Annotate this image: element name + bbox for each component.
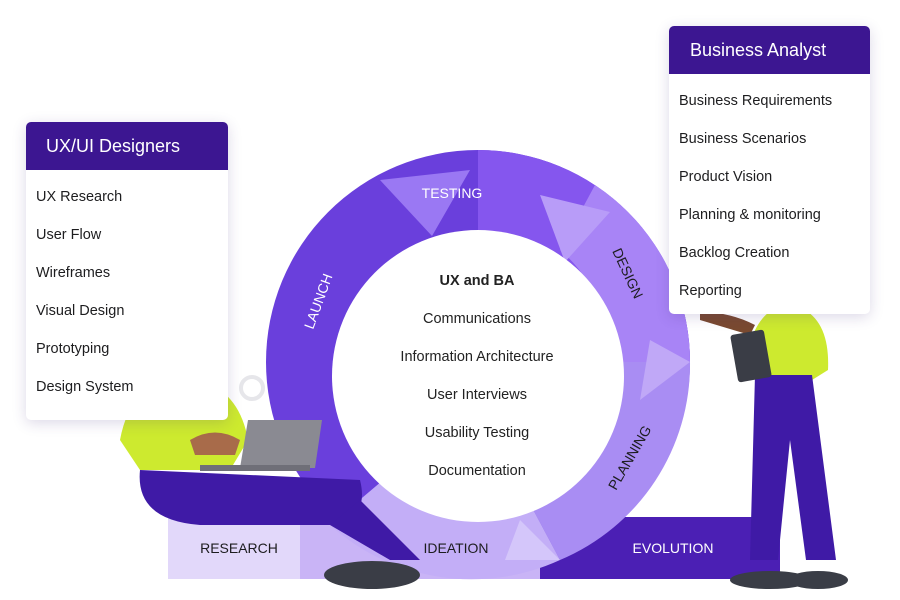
ux-list-item: User Flow [36, 227, 102, 243]
research-segment [168, 517, 310, 579]
arrow-testing [380, 170, 470, 236]
ux-card-list: UX Research User Flow Wireframes Visual … [26, 170, 228, 406]
ba-list-item: Business Requirements [679, 93, 833, 109]
ux-list-item: Visual Design [36, 303, 125, 319]
bar-label-research: RESEARCH [200, 540, 278, 556]
bar-label-ideation: IDEATION [423, 540, 488, 556]
center-item: Usability Testing [424, 425, 530, 441]
ba-list-item: Reporting [679, 283, 742, 299]
arrow-ideation [505, 520, 560, 560]
ux-card-title: UX/UI Designers [26, 122, 228, 170]
ba-list-item: Backlog Creation [679, 245, 790, 261]
ba-list-item: Planning & monitoring [679, 207, 821, 223]
ba-list-item: Product Vision [679, 169, 773, 185]
ba-card-title: Business Analyst [669, 26, 870, 74]
ux-list-item: UX Research [36, 189, 123, 205]
business-analyst-card: Business Analyst Business Requirements B… [669, 26, 870, 314]
ux-list-item: Prototyping [36, 341, 110, 357]
arrow-planning [640, 340, 690, 400]
ring-segment-planning [520, 362, 691, 560]
ux-ui-designers-card: UX/UI Designers UX Research User Flow Wi… [26, 122, 228, 420]
ba-list-item: Business Scenarios [679, 131, 807, 147]
ux-list-item: Design System [36, 379, 134, 395]
center-title: UX and BA [439, 273, 515, 289]
bar-label-evolution: EVOLUTION [633, 540, 714, 556]
arrow-design [540, 195, 610, 262]
stage-label-testing: TESTING [422, 185, 483, 201]
center-item: Documentation [428, 463, 526, 479]
ba-card-list: Business Requirements Business Scenarios… [669, 74, 870, 310]
center-circle [332, 230, 624, 522]
center-item: Information Architecture [400, 349, 554, 365]
ux-list-item: Wireframes [36, 265, 111, 281]
center-item: User Interviews [427, 387, 527, 403]
analyst-illustration [700, 266, 848, 589]
center-item: Communications [423, 311, 531, 327]
